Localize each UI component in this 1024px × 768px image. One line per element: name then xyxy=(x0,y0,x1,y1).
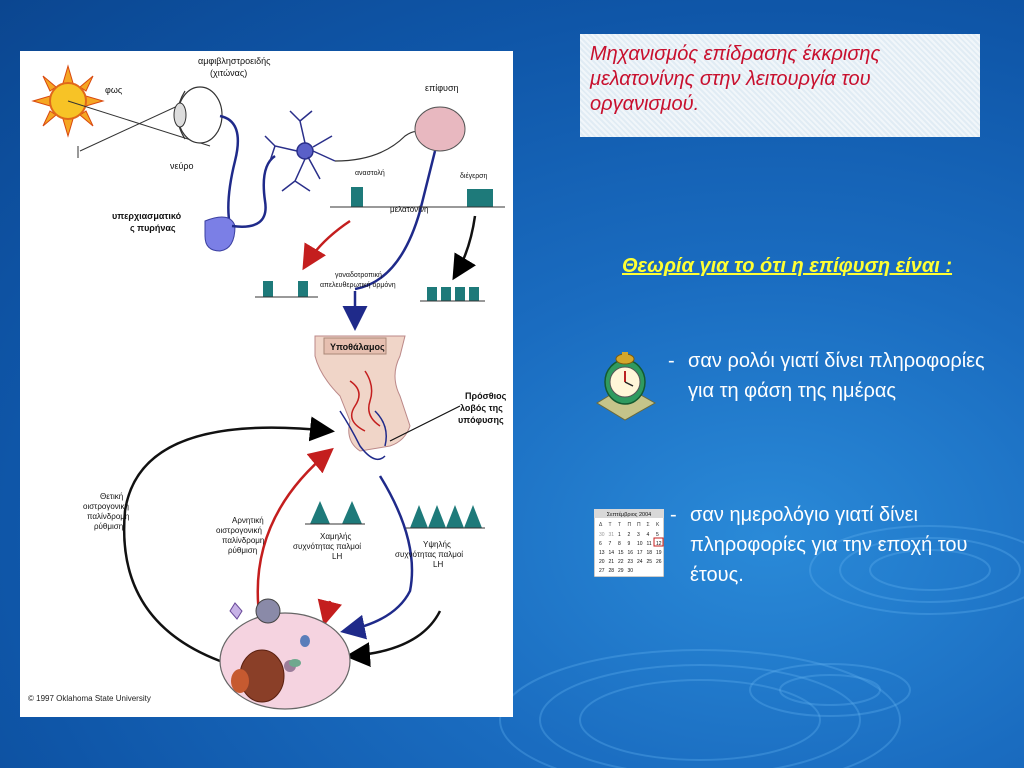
calendar-day: 15 xyxy=(618,550,624,556)
pulse-train-high xyxy=(420,287,485,302)
label-positive-feedback: Θετική οιστρογονική παλίνδρομη ρύθμιση xyxy=(83,492,132,531)
calendar-day: 9 xyxy=(628,541,631,547)
calendar-day: 16 xyxy=(628,550,634,556)
calendar-day: 20 xyxy=(599,559,605,565)
calendar-day: 10 xyxy=(637,541,643,547)
calendar-day: 6 xyxy=(599,541,602,547)
label-retina: αμφιβληστροειδής (χιτώνας) xyxy=(198,56,273,78)
label-hypothalamus: Υποθάλαμος xyxy=(330,342,385,352)
label-gnrh: γοναδοτροπική απελευθερωτική ορμόνη xyxy=(320,272,396,289)
calendar-day: 5 xyxy=(656,532,659,538)
bullet-dash: - xyxy=(670,504,677,526)
label-stimulation: διέγερση xyxy=(460,172,487,180)
calendar-weekday: Τ xyxy=(618,522,621,528)
calendar-day: 7 xyxy=(609,541,612,547)
hypothalamus xyxy=(314,335,411,452)
calendar-day: 18 xyxy=(647,550,653,556)
calendar-today-marker xyxy=(653,537,664,547)
label-light: φως xyxy=(105,85,123,95)
positive-feedback-arrow xyxy=(122,416,335,663)
calendar-day: 31 xyxy=(609,532,615,538)
slide-title-box: Μηχανισμός επίδρασης έκκρισης μελατονίνη… xyxy=(580,34,980,137)
bullet-text: σαν ρολόι γιατί δίνει πληροφορίες για τη… xyxy=(688,350,985,402)
pineal-gland xyxy=(414,106,466,152)
calendar-day: 13 xyxy=(599,550,605,556)
label-anterior-pituitary: Πρόσθιος λοβός της υπόφυσης xyxy=(458,391,509,425)
sun-icon xyxy=(31,64,105,138)
calendar-month: Σεπτέμβριος 2004 xyxy=(607,511,651,518)
calendar-day: 28 xyxy=(609,568,615,574)
suprachiasmatic-nucleus xyxy=(204,216,236,252)
slide-title: Μηχανισμός επίδρασης έκκρισης μελατονίνη… xyxy=(590,43,881,115)
label-low-frequency: Χαμηλής συχνότητας παλμοί LH xyxy=(293,532,363,561)
label-suprachiasmatic: υπερχιασματικό ς πυρήνας xyxy=(112,211,184,233)
calendar-day: 25 xyxy=(647,559,653,565)
eye-icon xyxy=(173,86,223,144)
label-nerve: νεύρο xyxy=(170,161,194,171)
theory-heading: Θεωρία για το ότι η επίφυση είναι : xyxy=(622,255,953,277)
negative-feedback-arrow xyxy=(256,447,334,622)
calendar-day: 1 xyxy=(618,532,621,538)
calendar-day: 17 xyxy=(637,550,643,556)
red-arrow xyxy=(302,219,351,271)
calendar-day: 23 xyxy=(628,559,634,565)
calendar-day: 4 xyxy=(647,532,650,538)
calendar-day: 30 xyxy=(599,532,605,538)
bullet-text: σαν ημερολόγιο γιατί δίνει πληροφορίες γ… xyxy=(690,504,968,586)
calendar-day: 11 xyxy=(647,541,652,547)
calendar-day: 2 xyxy=(628,532,631,538)
calendar-day: 8 xyxy=(618,541,621,547)
label-inhibition: αναστολή xyxy=(355,170,385,177)
calendar-weekday: Σ xyxy=(647,522,650,528)
nerve-path xyxy=(219,114,240,227)
label-negative-feedback: Αρνητική οιστρογονική παλίνδρομη ρύθμιση xyxy=(216,516,267,555)
pituitary-vessels xyxy=(339,370,387,461)
pulse-train-low xyxy=(255,281,318,298)
neuron-icon xyxy=(264,110,336,192)
calendar-weekday: Π xyxy=(637,522,641,528)
calendar-day: 29 xyxy=(618,568,624,574)
calendar-day: 12 xyxy=(656,541,662,547)
calendar-day: 30 xyxy=(628,568,634,574)
calendar-day: 14 xyxy=(609,550,615,556)
bullet-dash: - xyxy=(668,350,675,372)
melatonin-diagram: φως αμφιβληστροειδής (χιτώνας) νεύρο υπε… xyxy=(20,51,513,717)
alarm-clock-icon xyxy=(596,352,657,421)
calendar-weekday: Δ xyxy=(599,522,603,528)
lh-arrow xyxy=(340,475,414,640)
low-frequency-lh-peaks xyxy=(305,501,365,525)
copyright-text: © 1997 Oklahoma State University xyxy=(28,694,151,703)
high-frequency-lh-peaks xyxy=(406,505,485,529)
black-arrow xyxy=(452,215,477,281)
calendar-day: 21 xyxy=(609,559,615,565)
calendar-day: 24 xyxy=(637,559,643,565)
calendar-weekday: Π xyxy=(628,522,632,528)
calendar-weekday: Τ xyxy=(609,522,612,528)
label-melatonin: μελατονίνη xyxy=(390,205,428,214)
calendar-day: 26 xyxy=(656,559,662,565)
calendar-day: 3 xyxy=(637,532,640,538)
ovary-illustration xyxy=(219,598,351,710)
calendar-weekday: Κ xyxy=(656,522,660,528)
calendar-day: 19 xyxy=(656,550,662,556)
label-pineal: επίφυση xyxy=(425,83,459,93)
melatonin-pulse-diagram: αναστολή διέγερση μελατονίνη xyxy=(330,170,505,214)
calendar-day: 27 xyxy=(599,568,605,574)
calendar-day: 22 xyxy=(618,559,624,565)
label-high-frequency: Υψηλής συχνότητας παλμοί LH xyxy=(395,540,465,569)
